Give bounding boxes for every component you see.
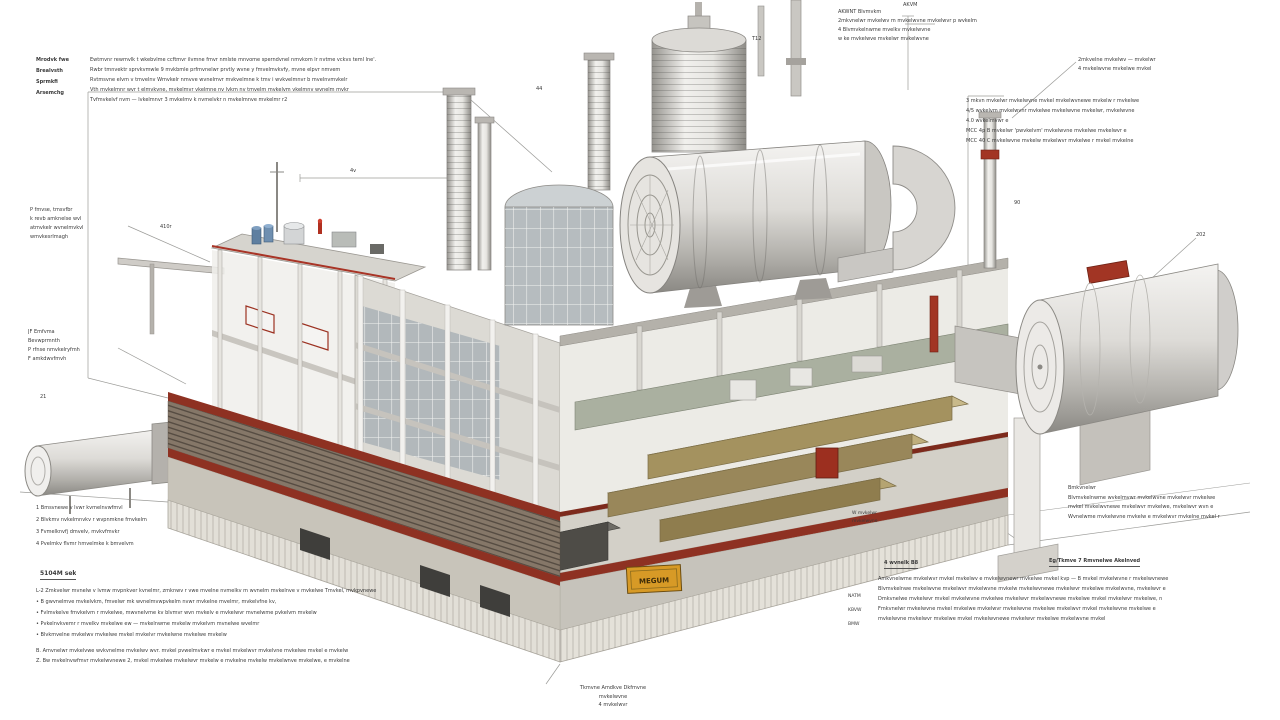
basement-opening [300, 528, 330, 560]
ground-foundation [167, 499, 1009, 663]
turbine-assembly [954, 260, 1239, 583]
support-column [1013, 417, 1041, 559]
deck-equipment-box [851, 355, 883, 373]
tank-saddle [684, 286, 722, 308]
chimney-center [583, 52, 615, 191]
warning-sign: MEGUM [625, 564, 683, 594]
red-beacon [318, 222, 322, 234]
left-facade [167, 392, 561, 631]
foundation-right-hatch [560, 515, 1008, 662]
left-exhaust-duct [24, 421, 173, 514]
foundation-left-hatch [168, 500, 560, 662]
red-band-right [560, 488, 1008, 582]
basement-machinery [551, 395, 970, 573]
turbine-red-unit [1086, 260, 1130, 284]
tank-saddle [794, 278, 832, 300]
turbine-body [1039, 263, 1219, 435]
vent-pipes-top [757, 0, 806, 97]
vertical-tank [651, 2, 747, 153]
basement-wall [167, 456, 561, 631]
deck-equipment-box [789, 367, 813, 387]
machine-row-front [659, 477, 881, 543]
right-riser-pipe [978, 111, 1002, 269]
curved-duct [837, 145, 956, 283]
rooftop-deck [210, 233, 427, 282]
left-upper-tower [210, 218, 427, 465]
machine-row-front [647, 395, 953, 480]
basement-opening [420, 565, 450, 597]
main-horizontal-tank [619, 140, 892, 308]
red-valve [980, 149, 1000, 160]
glass-tower [504, 184, 614, 326]
chimney-left-pair [442, 87, 495, 271]
red-equipment-box [815, 447, 839, 479]
duct-end-face [24, 445, 52, 497]
deck-equipment-box [729, 379, 757, 401]
curtain-wall-frame [354, 274, 561, 513]
rooftop-equipment [251, 218, 384, 254]
red-riser [929, 295, 939, 353]
warning-sign-label: MEGUM [639, 576, 670, 586]
column-base [997, 543, 1059, 583]
roof-railing [211, 245, 396, 280]
red-band-lower [168, 448, 560, 586]
basement-opening [480, 585, 510, 617]
red-band-upper [168, 392, 560, 521]
hall-roof-slab [559, 257, 1009, 347]
